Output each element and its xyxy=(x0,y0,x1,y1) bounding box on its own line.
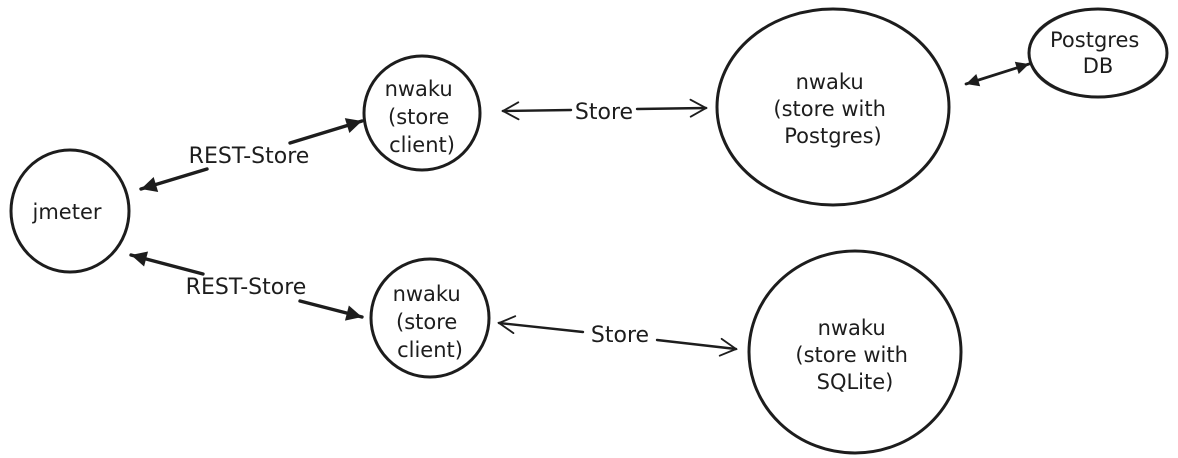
edge-jmeter-to-client-bottom-line-left xyxy=(129,251,205,276)
node-nwaku-store-client-top-shape-sketch xyxy=(363,55,481,171)
node-nwaku-store-client-top: nwaku (store client) xyxy=(362,54,482,172)
node-label-line: nwaku xyxy=(385,77,453,101)
node-label-line: DB xyxy=(1083,54,1114,78)
node-postgres-db: Postgres DB xyxy=(1027,7,1169,99)
node-label-line: (store xyxy=(388,105,449,129)
edge-jmeter-to-client-top-line-left xyxy=(139,167,209,192)
edge-label-store-top: Store xyxy=(575,100,633,125)
edge-client-bottom-to-sqlite-line-right xyxy=(655,337,738,357)
edge-jmeter-to-client-top: REST-Store xyxy=(139,118,364,192)
node-label-line: client) xyxy=(389,133,455,157)
node-nwaku-store-postgres: nwaku (store with Postgres) xyxy=(715,7,951,207)
edge-client-top-to-postgres: Store xyxy=(501,98,708,125)
node-label-line: (store with xyxy=(773,97,886,121)
node-label-line: client) xyxy=(397,338,463,362)
edge-client-bottom-to-sqlite: Store xyxy=(497,315,738,357)
edge-label-store-bottom: Store xyxy=(591,323,649,348)
node-label-line: Postgres) xyxy=(784,124,882,148)
node-postgres-db-shape xyxy=(1027,7,1169,99)
edge-label-rest-store-bottom: REST-Store xyxy=(186,275,307,300)
node-nwaku-store-sqlite: nwaku (store with SQLite) xyxy=(747,249,963,455)
node-label-line: Postgres xyxy=(1050,28,1139,52)
node-jmeter-shape-sketch xyxy=(10,149,130,273)
node-label-line: (store with xyxy=(795,343,908,367)
edge-jmeter-to-client-top-line-right xyxy=(288,118,364,145)
node-nwaku-store-postgres-label: nwaku (store with Postgres) xyxy=(773,70,892,148)
edge-label-rest-store-top: REST-Store xyxy=(189,144,310,169)
node-postgres-db-label: Postgres DB xyxy=(1050,28,1146,78)
edge-jmeter-to-client-bottom-line-right xyxy=(298,299,364,321)
node-jmeter: jmeter xyxy=(9,148,131,274)
node-nwaku-store-client-bottom: nwaku (store client) xyxy=(369,257,491,379)
edge-client-top-to-postgres-line-left xyxy=(501,101,573,121)
edge-postgres-to-db-line xyxy=(964,61,1031,87)
node-nwaku-store-client-bottom-label: nwaku (store client) xyxy=(393,282,468,362)
node-label-line: nwaku xyxy=(796,70,864,94)
edge-postgres-to-db xyxy=(964,61,1031,87)
node-label-line: (store xyxy=(396,310,457,334)
node-nwaku-store-postgres-shape-sketch xyxy=(716,8,950,206)
node-label-line: nwaku xyxy=(393,282,461,306)
node-label-line: nwaku xyxy=(818,316,886,340)
node-nwaku-store-sqlite-shape-sketch xyxy=(748,250,962,454)
node-nwaku-store-client-bottom-shape-sketch xyxy=(370,258,490,378)
node-nwaku-store-sqlite-label: nwaku (store with SQLite) xyxy=(795,316,914,394)
node-label-line: SQLite) xyxy=(817,370,894,394)
edge-jmeter-to-client-bottom: REST-Store xyxy=(129,251,364,321)
edge-client-top-to-postgres-line-right xyxy=(635,98,708,118)
node-nwaku-store-client-top-label: nwaku (store client) xyxy=(385,77,460,157)
node-postgres-db-shape-sketch xyxy=(1028,8,1168,98)
edge-client-bottom-to-sqlite-line-left xyxy=(497,315,585,335)
node-jmeter-label: jmeter xyxy=(32,200,102,224)
